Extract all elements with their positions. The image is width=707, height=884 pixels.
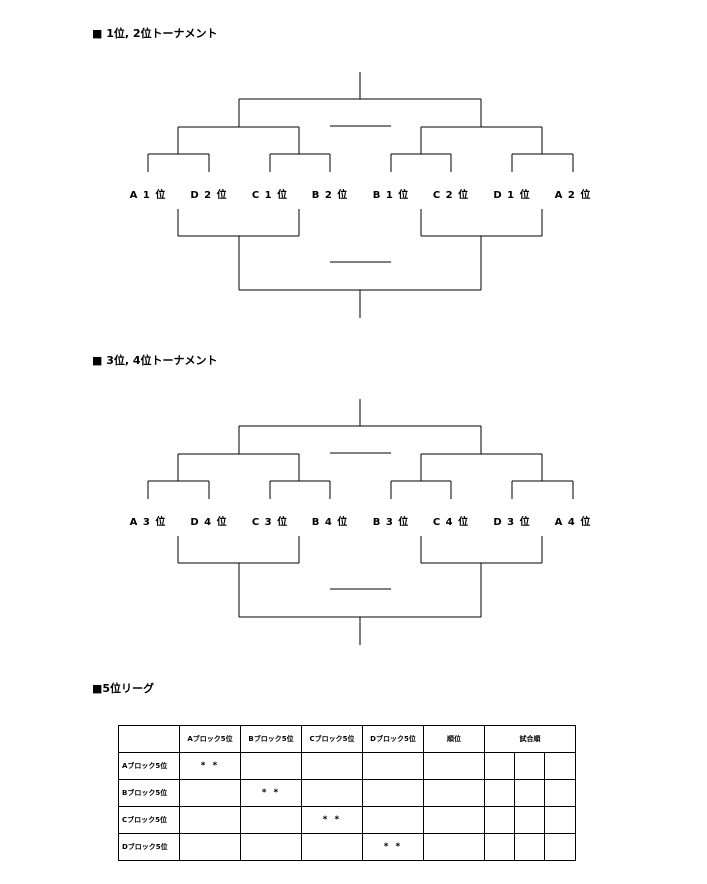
- team-label: A 4 位: [555, 515, 592, 528]
- rank-cell: [423, 833, 485, 861]
- team-label: D 1 位: [493, 188, 530, 201]
- tournament-bracket-1-2: A 1 位 D 2 位 C 1 位 B 2 位 B 1 位 C 2 位 D 1 位 A 2 位: [130, 72, 592, 318]
- team-label: B 4 位: [312, 515, 349, 528]
- header-a-block: Aブロック5位: [179, 725, 241, 753]
- table-cell: [240, 806, 302, 834]
- section-heading-tournament-3-4: ■ 3位, 4位トーナメント: [92, 354, 218, 367]
- table-cell: [362, 779, 424, 807]
- team-label: C 3 位: [252, 515, 288, 528]
- match-order-cell: [544, 752, 576, 780]
- league-row-b: Bブロック5位 * *: [118, 779, 576, 807]
- header-match-order: 試合順: [484, 725, 576, 753]
- table-cell: * *: [301, 806, 363, 834]
- league-row-c: Cブロック5位 * *: [118, 806, 576, 834]
- match-order-cell: [484, 779, 515, 807]
- row-label: Dブロック5位: [118, 833, 180, 861]
- section-heading-league-5: ■5位リーグ: [92, 682, 155, 695]
- match-order-cell: [514, 779, 545, 807]
- row-label: Cブロック5位: [118, 806, 180, 834]
- match-order-cell: [484, 806, 515, 834]
- header-rank: 順位: [423, 725, 485, 753]
- team-label: C 4 位: [433, 515, 469, 528]
- team-label: A 1 位: [130, 188, 167, 201]
- table-cell: [362, 806, 424, 834]
- table-cell: * *: [240, 779, 302, 807]
- team-label: D 4 位: [190, 515, 227, 528]
- team-label: A 2 位: [555, 188, 592, 201]
- header-d-block: Dブロック5位: [362, 725, 424, 753]
- rank-cell: [423, 752, 485, 780]
- row-label: Bブロック5位: [118, 779, 180, 807]
- table-cell: [301, 779, 363, 807]
- table-cell: [240, 833, 302, 861]
- match-order-cell: [544, 806, 576, 834]
- team-label: B 3 位: [373, 515, 410, 528]
- header-b-block: Bブロック5位: [240, 725, 302, 753]
- match-order-cell: [484, 752, 515, 780]
- team-label: D 3 位: [493, 515, 530, 528]
- team-label: C 2 位: [433, 188, 469, 201]
- match-order-cell: [544, 833, 576, 861]
- team-label: D 2 位: [190, 188, 227, 201]
- table-cell: * *: [362, 833, 424, 861]
- section-heading-tournament-1-2: ■ 1位, 2位トーナメント: [92, 27, 218, 40]
- match-order-cell: [514, 806, 545, 834]
- table-cell: [240, 752, 302, 780]
- table-cell: [301, 833, 363, 861]
- league-row-d: Dブロック5位 * *: [118, 833, 576, 861]
- rank-cell: [423, 806, 485, 834]
- league-row-a: Aブロック5位 * *: [118, 752, 576, 780]
- league-table: Aブロック5位 Bブロック5位 Cブロック5位 Dブロック5位 順位 試合順 A…: [118, 725, 576, 861]
- team-label: C 1 位: [252, 188, 288, 201]
- match-order-cell: [484, 833, 515, 861]
- match-order-cell: [544, 779, 576, 807]
- match-order-cell: [514, 752, 545, 780]
- table-cell: [179, 833, 241, 861]
- header-c-block: Cブロック5位: [301, 725, 363, 753]
- table-cell: [301, 752, 363, 780]
- table-cell: [179, 779, 241, 807]
- team-label: B 1 位: [373, 188, 410, 201]
- header-corner: [118, 725, 180, 753]
- tournament-bracket-3-4: A 3 位 D 4 位 C 3 位 B 4 位 B 3 位 C 4 位 D 3 位 A 4 位: [130, 399, 592, 645]
- team-label: B 2 位: [312, 188, 349, 201]
- table-cell: [179, 806, 241, 834]
- table-cell: * *: [179, 752, 241, 780]
- team-label: A 3 位: [130, 515, 167, 528]
- match-order-cell: [514, 833, 545, 861]
- rank-cell: [423, 779, 485, 807]
- table-cell: [362, 752, 424, 780]
- row-label: Aブロック5位: [118, 752, 180, 780]
- league-header-row: Aブロック5位 Bブロック5位 Cブロック5位 Dブロック5位 順位 試合順: [118, 725, 576, 753]
